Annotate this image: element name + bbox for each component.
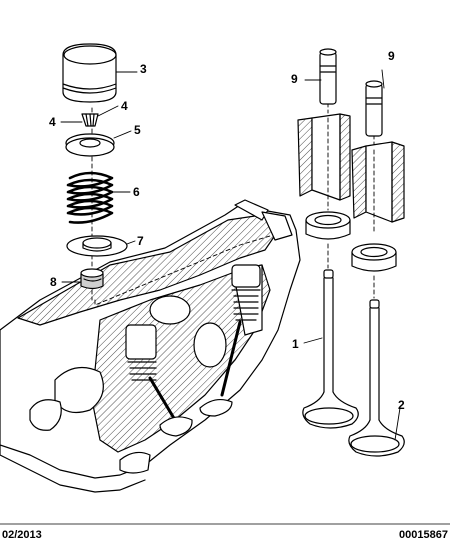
callout-3: 3 — [140, 62, 147, 76]
leader-lines — [60, 69, 401, 441]
valve-spring — [66, 171, 114, 224]
callout-1: 1 — [292, 337, 299, 351]
footer-reference: 00015867 — [399, 529, 448, 541]
callout-7: 7 — [137, 234, 144, 248]
tappet-bucket — [62, 43, 117, 103]
callout-2: 2 — [398, 398, 405, 412]
assembly-guide-line — [94, 235, 271, 306]
upper-spring-cup — [65, 133, 115, 157]
exhaust-valve — [348, 275, 405, 457]
valve-seat-right — [351, 243, 397, 272]
callout-9-left: 9 — [291, 72, 298, 86]
intake-valve — [302, 243, 359, 429]
callout-4-right: 4 — [121, 99, 128, 113]
callout-9-right: 9 — [388, 49, 395, 63]
valve-stem-seal — [80, 268, 104, 290]
callout-5: 5 — [134, 123, 141, 137]
footer-date: 02/2013 — [2, 529, 42, 541]
callout-8: 8 — [50, 275, 57, 289]
cylinder-head-block — [0, 199, 301, 493]
valve-cotters — [81, 113, 99, 127]
valve-seat-left — [305, 211, 351, 240]
lower-spring-seat — [66, 235, 128, 257]
cylinder-head-section — [297, 113, 405, 233]
valve-guide-left — [319, 48, 337, 119]
callout-4-left: 4 — [49, 115, 56, 129]
valve-guide-right — [365, 80, 383, 151]
callout-6: 6 — [133, 185, 140, 199]
